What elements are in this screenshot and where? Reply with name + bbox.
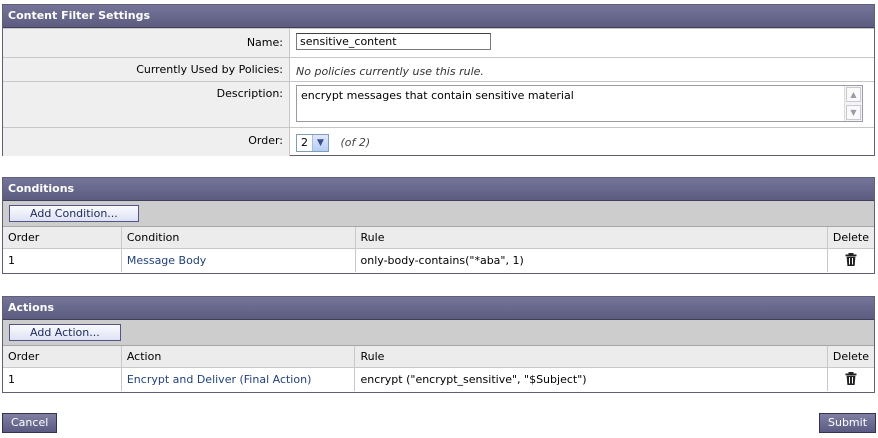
actions-toolbar: Add Action... bbox=[3, 320, 874, 346]
col-condition: Condition bbox=[121, 227, 356, 249]
action-rule: encrypt ("encrypt_sensitive", "$Subject"… bbox=[354, 367, 828, 391]
trash-icon[interactable] bbox=[845, 371, 857, 385]
trash-icon[interactable] bbox=[845, 252, 857, 266]
description-textarea[interactable]: encrypt messages that contain sensitive … bbox=[296, 85, 863, 122]
policies-row: Currently Used by Policies: No policies … bbox=[3, 57, 874, 81]
name-input[interactable]: sensitive_content bbox=[296, 33, 491, 50]
description-label: Description: bbox=[3, 82, 290, 127]
col-order: Order bbox=[3, 227, 122, 249]
cancel-button[interactable]: Cancel bbox=[2, 413, 58, 433]
order-select[interactable]: 2 ▼ bbox=[296, 133, 329, 152]
submit-button[interactable]: Submit bbox=[819, 413, 877, 433]
arrow-up-icon[interactable]: ▲ bbox=[846, 87, 861, 102]
col-action: Action bbox=[121, 346, 356, 368]
add-action-button[interactable]: Add Action... bbox=[9, 324, 121, 341]
policies-label: Currently Used by Policies: bbox=[3, 58, 290, 81]
condition-rule: only-body-contains("*aba", 1) bbox=[355, 248, 828, 272]
condition-link[interactable]: Message Body bbox=[121, 248, 356, 272]
col-rule: Rule bbox=[355, 227, 828, 249]
name-label: Name: bbox=[3, 29, 290, 57]
conditions-header: Conditions bbox=[3, 178, 874, 201]
order-select-value: 2 bbox=[301, 136, 308, 149]
col-rule: Rule bbox=[354, 346, 828, 368]
policies-value: No policies currently use this rule. bbox=[296, 65, 484, 78]
order-row: Order: 2 ▼ (of 2) bbox=[3, 127, 874, 156]
conditions-panel: Conditions Add Condition... Order Condit… bbox=[2, 177, 875, 274]
col-delete: Delete bbox=[827, 227, 874, 249]
action-order: 1 bbox=[3, 367, 122, 391]
description-text: encrypt messages that contain sensitive … bbox=[301, 89, 574, 102]
action-link[interactable]: Encrypt and Deliver (Final Action) bbox=[121, 367, 356, 391]
content-filter-settings-panel: Content Filter Settings Name: sensitive_… bbox=[2, 4, 875, 156]
arrow-down-icon[interactable]: ▼ bbox=[846, 105, 861, 120]
description-scrollbar[interactable]: ▲ ▼ bbox=[844, 86, 862, 121]
settings-header: Content Filter Settings bbox=[3, 5, 874, 28]
chevron-down-icon[interactable]: ▼ bbox=[312, 134, 328, 151]
col-order: Order bbox=[3, 346, 122, 368]
col-delete: Delete bbox=[827, 346, 874, 368]
condition-order: 1 bbox=[3, 248, 122, 272]
order-of-text: (of 2) bbox=[340, 136, 371, 149]
name-row: Name: sensitive_content bbox=[3, 28, 874, 57]
conditions-toolbar: Add Condition... bbox=[3, 201, 874, 227]
add-condition-button[interactable]: Add Condition... bbox=[9, 205, 139, 222]
order-label: Order: bbox=[3, 128, 290, 156]
table-row: 1 Encrypt and Deliver (Final Action) enc… bbox=[3, 367, 874, 391]
table-row: 1 Message Body only-body-contains("*aba"… bbox=[3, 248, 874, 272]
actions-panel: Actions Add Action... Order Action Rule … bbox=[2, 296, 875, 393]
description-row: Description: encrypt messages that conta… bbox=[3, 81, 874, 127]
actions-table: Order Action Rule Delete 1 Encrypt and D… bbox=[3, 346, 874, 391]
conditions-table: Order Condition Rule Delete 1 Message Bo… bbox=[3, 227, 874, 272]
actions-header: Actions bbox=[3, 297, 874, 320]
